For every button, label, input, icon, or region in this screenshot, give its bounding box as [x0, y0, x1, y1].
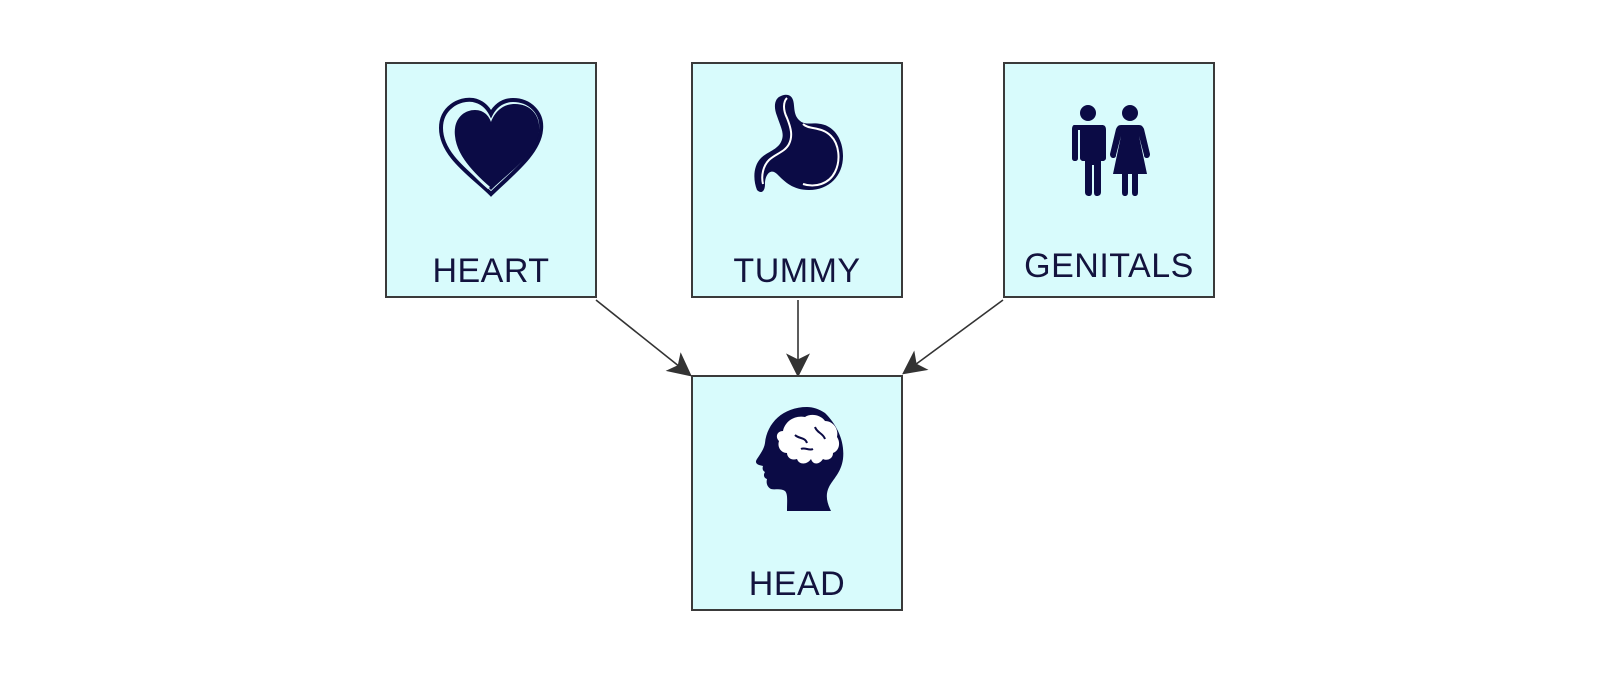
- edge-heart-to-head: [595, 299, 692, 377]
- node-tummy: TUMMY: [691, 62, 903, 298]
- head-brain-icon: [737, 399, 857, 519]
- node-label: HEAD: [748, 565, 846, 603]
- node-label: HEART: [432, 252, 550, 290]
- node-heart: HEART: [385, 62, 597, 298]
- node-genitals: GENITALS: [1003, 62, 1215, 298]
- stomach-icon: [737, 86, 857, 206]
- heart-icon: [431, 86, 551, 206]
- node-label: TUMMY: [733, 252, 861, 290]
- man-woman-icon: [1049, 86, 1169, 206]
- edge-genitals-to-head: [902, 299, 1004, 375]
- node-label: GENITALS: [1024, 247, 1194, 285]
- node-head: HEAD: [691, 375, 903, 611]
